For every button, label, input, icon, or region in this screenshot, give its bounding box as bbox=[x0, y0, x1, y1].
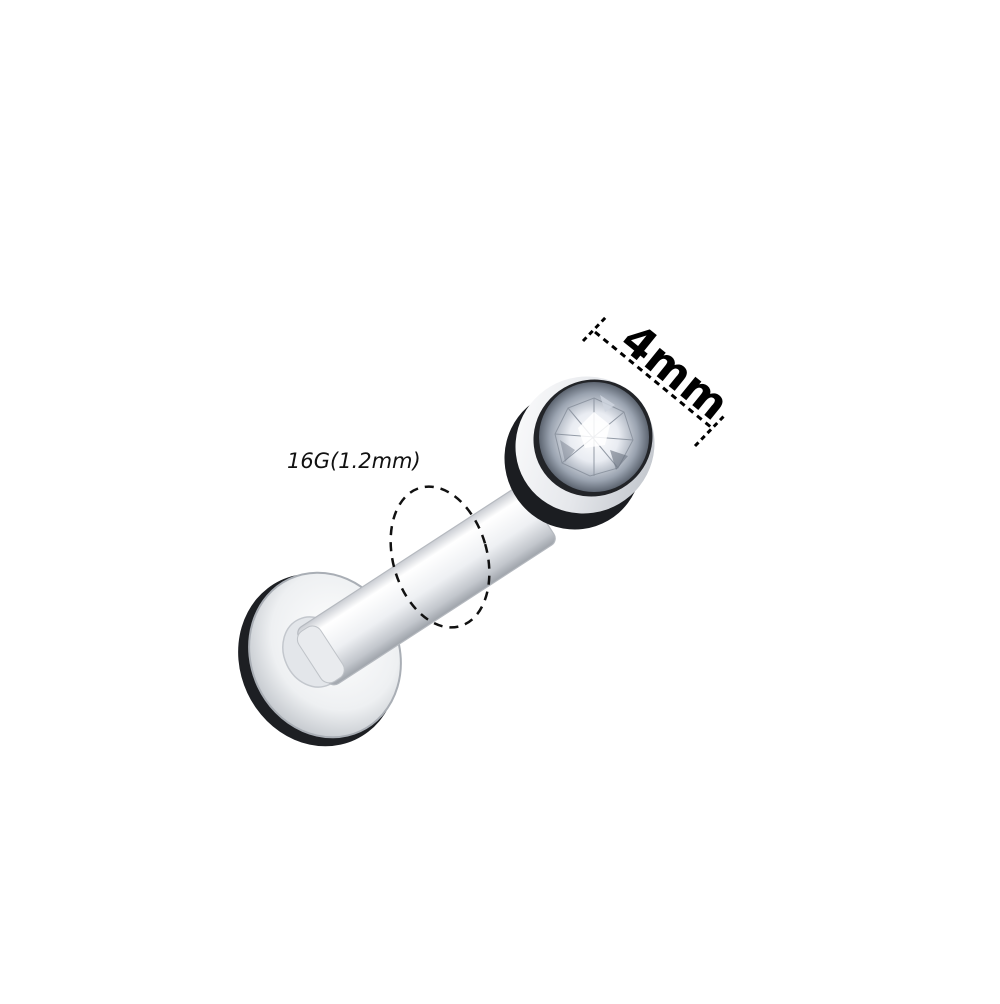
post-shaft-icon bbox=[296, 486, 556, 686]
gauge-dashed-indicator bbox=[389, 485, 491, 629]
diameter-dimension-line bbox=[581, 315, 726, 448]
crystal-gem-icon bbox=[539, 382, 649, 492]
gauge-label: 16G(1.2mm) bbox=[287, 449, 421, 473]
